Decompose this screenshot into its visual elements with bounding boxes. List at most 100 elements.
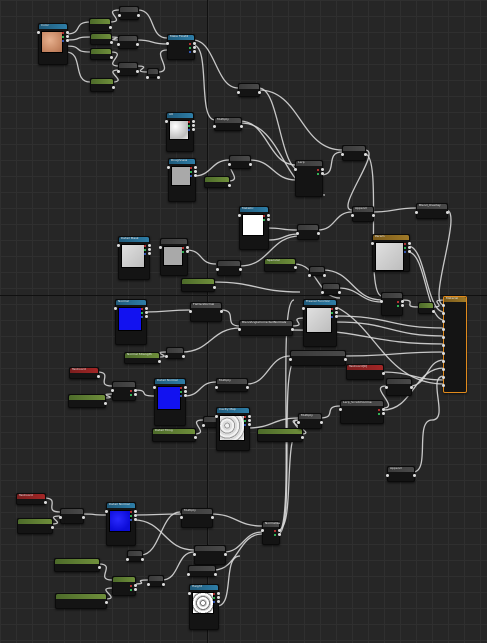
graph-node-math[interactable] [321,283,341,295]
node-header[interactable] [195,546,225,551]
graph-node-math[interactable] [380,292,404,316]
input-pin[interactable] [297,421,300,424]
node-header[interactable] [90,19,110,24]
input-pin[interactable] [442,328,445,331]
graph-node-param[interactable] [55,593,108,609]
output-pin[interactable] [408,250,411,253]
input-pin[interactable] [188,592,191,595]
input-pin[interactable] [166,42,169,45]
graph-node-math[interactable] [59,508,85,524]
input-pin[interactable] [296,232,299,235]
output-pin[interactable] [66,35,69,38]
node-header[interactable] [55,559,99,564]
output-pin[interactable] [97,375,100,378]
output-pin[interactable] [137,14,140,17]
output-pin[interactable] [228,184,231,187]
output-pin[interactable] [335,315,338,318]
graph-node-math[interactable]: FlattenNormal [189,302,223,322]
input-pin[interactable] [105,510,108,513]
node-header[interactable]: Color [39,23,67,29]
input-pin[interactable] [237,91,240,94]
output-pin[interactable] [321,168,324,171]
node-header[interactable]: BlendAngleCorrectedNormals [240,320,292,326]
output-pin[interactable] [344,358,347,361]
graph-node-param[interactable]: Specular [264,258,297,272]
output-pin[interactable] [401,304,404,307]
node-header[interactable]: Multiply [299,413,321,419]
graph-node-math[interactable] [111,381,137,401]
graph-node-param[interactable] [90,78,115,92]
input-pin[interactable] [216,268,219,271]
graph-node-math[interactable] [117,35,139,49]
output-pin[interactable] [194,170,197,173]
output-pin[interactable] [320,421,323,424]
input-pin[interactable] [180,516,183,519]
input-pin[interactable] [380,300,383,303]
input-pin[interactable] [202,424,205,427]
graph-node-math[interactable] [216,260,242,276]
input-pin[interactable] [442,320,445,323]
output-pin[interactable] [382,372,385,375]
graph-node-param[interactable] [68,394,107,408]
output-pin[interactable] [192,124,195,127]
input-pin[interactable] [126,558,129,561]
node-header[interactable] [387,379,411,384]
output-pin[interactable] [408,242,411,245]
graph-node-red[interactable]: TexCoord [16,493,47,505]
output-pin[interactable] [258,91,261,94]
output-pin[interactable] [267,214,270,217]
graph-node-math[interactable]: Append [351,206,375,222]
node-header[interactable]: Material [444,296,466,302]
output-pin[interactable] [249,163,252,166]
output-pin[interactable] [148,248,151,251]
node-header[interactable]: AO [167,112,193,118]
output-pin[interactable] [110,56,113,59]
node-header[interactable] [149,576,163,581]
graph-node-math[interactable] [193,545,227,565]
output-pin[interactable] [104,402,107,405]
input-pin[interactable] [187,573,190,576]
node-header[interactable]: Normal [116,299,146,305]
output-pin[interactable] [401,300,404,303]
output-pin[interactable] [432,310,435,313]
input-pin[interactable] [442,336,445,339]
graph-node-math[interactable] [146,68,160,79]
node-header[interactable]: Metallic [240,206,268,212]
input-pin[interactable] [385,386,388,389]
node-header[interactable] [91,49,111,54]
node-header[interactable] [189,566,215,571]
node-header[interactable]: Detail Tiling [153,428,195,434]
node-header[interactable]: Append [353,206,373,212]
input-pin[interactable] [294,168,297,171]
output-pin[interactable] [335,307,338,310]
input-pin[interactable] [339,408,342,411]
graph-node-math[interactable] [289,350,347,366]
node-header[interactable] [343,146,365,151]
graph-node-param[interactable] [418,302,435,314]
graph-node-math[interactable] [237,83,261,97]
node-header[interactable]: Detail Normal [155,378,185,384]
input-pin[interactable] [415,211,418,214]
node-header[interactable]: Detail Mask [119,236,149,242]
output-pin[interactable] [248,415,251,418]
input-pin[interactable] [213,125,216,128]
output-pin[interactable] [278,533,281,536]
output-pin[interactable] [323,274,326,277]
graph-node-param[interactable] [89,18,112,32]
output-pin[interactable] [145,311,148,314]
node-header[interactable]: Detail Normal [107,502,135,508]
graph-node-tex[interactable]: Color [37,23,69,65]
output-pin[interactable] [192,120,195,123]
output-pin[interactable] [193,50,196,53]
input-pin[interactable] [159,246,162,249]
graph-node-math[interactable] [385,378,413,396]
graph-node-param[interactable] [112,576,137,596]
node-header[interactable]: TexCoord[0] [347,364,383,370]
output-pin[interactable] [217,592,220,595]
graph-node-math[interactable] [159,238,189,276]
output-pin[interactable] [248,423,251,426]
input-pin[interactable] [147,583,150,586]
output-pin[interactable] [246,386,249,389]
output-pin[interactable] [112,86,115,89]
node-header[interactable] [119,63,137,68]
